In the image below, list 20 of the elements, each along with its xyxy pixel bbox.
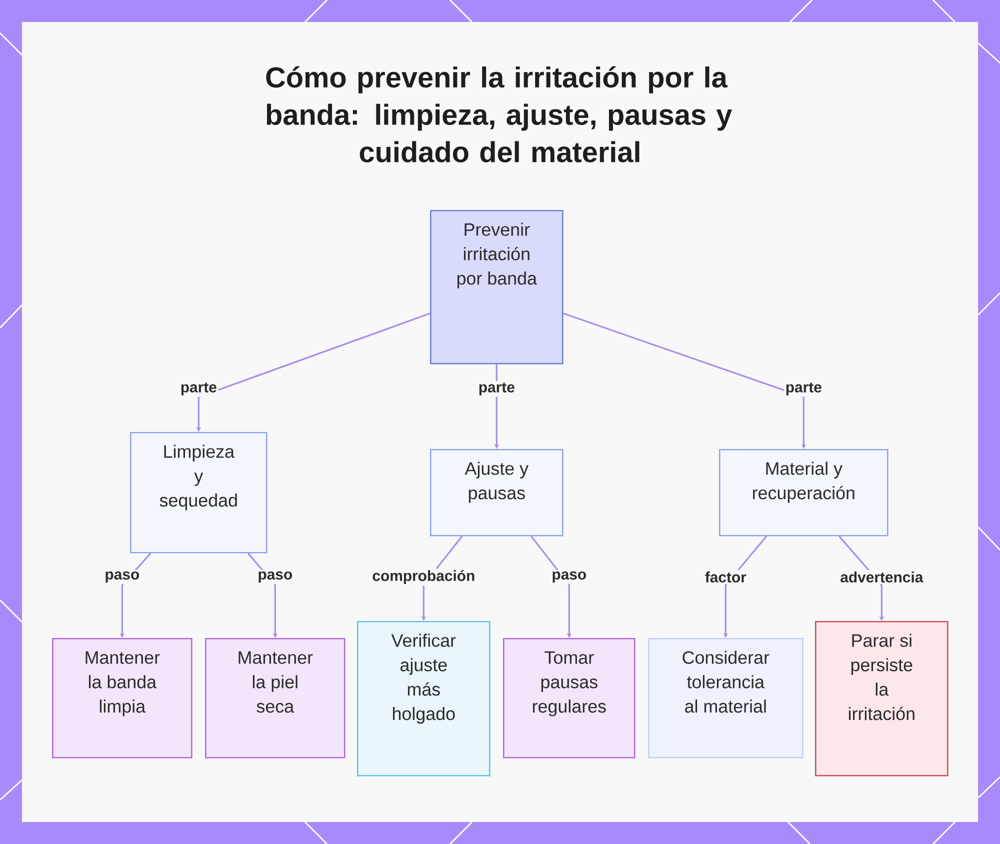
edge-label: parte: [178, 381, 218, 397]
edge-label: parte: [476, 381, 516, 397]
topic-box: Ajuste y pausas: [430, 449, 564, 536]
topic-box: Verificar ajuste más holgado: [357, 621, 490, 776]
topic-box: Mantener la piel seca: [205, 638, 346, 758]
edge-label: paso: [550, 570, 588, 584]
topic-box: Limpieza y sequedad: [130, 432, 268, 554]
topic-box: Mantener la banda limpia: [52, 638, 192, 758]
edge-label: paso: [103, 570, 142, 584]
topic-box: Material y recuperación: [719, 449, 888, 536]
edge-label: factor: [703, 570, 748, 584]
topic-box: Prevenir irritación por banda: [430, 210, 564, 364]
title: Cómo prevenir la irritación por la banda: limpieza, ajuste, pausas y cuidado del material: [266, 66, 732, 162]
edge-label: parte: [784, 381, 824, 397]
edge-label: advertencia: [838, 570, 925, 584]
edge-label: paso: [256, 570, 294, 584]
topic-box: Parar si persiste la irritación: [815, 621, 948, 776]
edge-label: comprobación: [370, 568, 477, 586]
topic-box: Considerar tolerancia al material: [648, 638, 804, 758]
topic-box: Tomar pausas regulares: [503, 638, 636, 758]
